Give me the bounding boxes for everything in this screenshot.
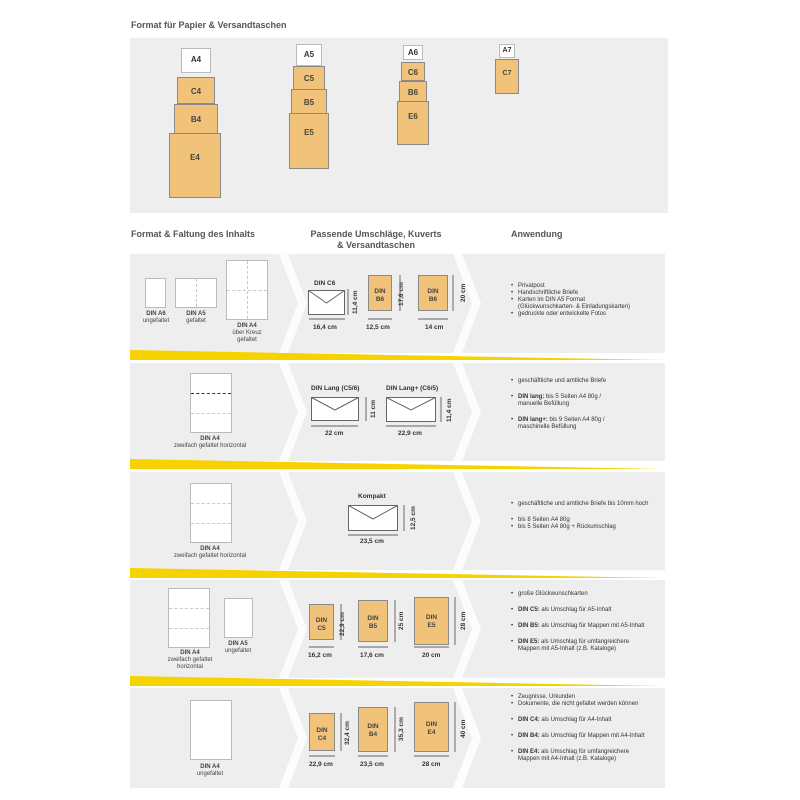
row3-yellow-strip: [130, 568, 665, 578]
envelope-kompakt-icon: [348, 505, 398, 531]
env-b6b-width: 14 cm: [425, 324, 444, 331]
envelope-c6: C6: [401, 62, 425, 81]
envelope-din-b6-large: DIN B6: [418, 275, 448, 311]
paper-din-a4-two-folds-row3: [190, 483, 232, 543]
env-din-lang-width: 22 cm: [325, 430, 344, 437]
envelope-c4: C4: [177, 77, 215, 104]
row4-yellow-strip: [130, 676, 665, 686]
paper-a7: A7: [499, 44, 515, 58]
paper-a6: A6: [403, 45, 423, 60]
usage-item: DIN E4: als Umschlag für umfangreichere …: [511, 749, 644, 763]
envelope-din-c5: DIN C5: [309, 604, 334, 640]
usage-item: DIN B4: als Umschlag für Mappen mit A4-I…: [511, 733, 644, 740]
paper-a5: A5: [296, 44, 322, 66]
row5-usage-list: Zeugnisse, Urkunden Dokumente, die nicht…: [511, 694, 644, 763]
envelope-din-c4: DIN C4: [309, 713, 335, 751]
envelope-e6: E6: [397, 101, 429, 145]
env-c4-width: 22,9 cm: [309, 761, 333, 768]
usage-item: Privatpost: [511, 283, 630, 290]
env-din-lang-label: DIN Lang (C5/6): [311, 385, 360, 392]
envelope-din-b4: DIN B4: [358, 707, 388, 752]
env-c6-label: DIN C6: [314, 280, 336, 287]
env-din-lang-plus-label: DIN Lang+ (C6/5): [386, 385, 439, 392]
envelope-din-e5: DIN E5: [414, 597, 449, 645]
usage-item: Zeugnisse, Urkunden: [511, 694, 644, 701]
envelope-c5: C5: [293, 66, 325, 90]
usage-item: geschäftliche und amtliche Briefe bis 10…: [511, 501, 648, 508]
env-din-lang-plus-width: 22,9 cm: [398, 430, 422, 437]
row2-usage-list: geschäftliche und amtliche Briefe DIN la…: [511, 378, 606, 431]
usage-item: Karten im DIN A5 Format (Glückwunschkart…: [511, 297, 630, 311]
env-e4-width: 28 cm: [422, 761, 441, 768]
envelope-e4: E4: [169, 133, 221, 198]
row2-yellow-strip: [130, 459, 665, 469]
usage-item: DIN C4: als Umschlag für A4-Inhalt: [511, 717, 644, 724]
row1-yellow-strip: [130, 350, 665, 360]
envelope-c6-icon: [308, 290, 345, 315]
paper-din-a6: [145, 278, 166, 308]
envelope-b5: B5: [291, 89, 327, 114]
env-c6-width: 16,4 cm: [313, 324, 337, 331]
env-b4-width: 23,5 cm: [360, 761, 384, 768]
envelope-din-lang-icon: [311, 397, 359, 421]
usage-item: DIN lang+: bis 9 Seiten A4 80g / maschin…: [511, 417, 606, 431]
env-b5-width: 17,6 cm: [360, 652, 384, 659]
envelope-c7: C7: [495, 59, 519, 94]
env-e5-width: 20 cm: [422, 652, 441, 659]
paper-din-a4-row4: [168, 588, 210, 648]
paper-din-a5-folded: [175, 278, 217, 308]
usage-item: bis 5 Seiten A4 80g + Rückumschlag: [511, 524, 648, 531]
env-c5-width: 16,2 cm: [308, 652, 332, 659]
usage-item: gedruckte oder entwickelte Fotos: [511, 311, 630, 318]
envelope-e5: E5: [289, 113, 329, 169]
usage-item: große Glückwunschkarten: [511, 591, 644, 598]
env-kompakt-label: Kompakt: [358, 493, 386, 500]
usage-item: DIN E5: als Umschlag für umfangreichere …: [511, 639, 644, 653]
usage-item: geschäftliche und amtliche Briefe: [511, 378, 606, 385]
usage-item: DIN C5: als Umschlag für A5-Inhalt: [511, 607, 644, 614]
usage-item: Dokumente, die nicht gefaltet werden kön…: [511, 701, 644, 708]
env-kompakt-width: 23,5 cm: [360, 538, 384, 545]
paper-a4: A4: [181, 48, 211, 73]
header-format: Format & Faltung des Inhalts: [131, 229, 256, 239]
header-usage: Anwendung: [511, 229, 563, 239]
paper-din-a4-cross-folded: [226, 260, 268, 320]
paper-din-a4-two-folds: [190, 373, 232, 433]
row3-usage-list: geschäftliche und amtliche Briefe bis 10…: [511, 501, 648, 531]
header-envelopes: Passende Umschläge, Kuverts & Versandtas…: [310, 229, 442, 250]
envelope-din-e4: DIN E4: [414, 702, 449, 752]
row4-usage-list: große Glückwunschkarten DIN C5: als Umsc…: [511, 591, 644, 653]
usage-item: DIN lang: bis 5 Seiten A4 80g / manuelle…: [511, 394, 606, 408]
usage-item: bis 8 Seiten A4 80g: [511, 517, 648, 524]
row1-usage-list: Privatpost Handschriftliche Briefe Karte…: [511, 283, 630, 318]
env-b6-width: 12,5 cm: [366, 324, 390, 331]
paper-din-a5-row4: [224, 598, 253, 638]
paper-din-a4-unfolded: [190, 700, 232, 760]
usage-item: Handschriftliche Briefe: [511, 290, 630, 297]
envelope-din-b6: DIN B6: [368, 275, 392, 311]
envelope-din-lang-plus-icon: [386, 397, 436, 422]
top-title: Format für Papier & Versandtaschen: [131, 20, 287, 30]
envelope-din-b5: DIN B5: [358, 600, 388, 642]
usage-item: DIN B5: als Umschlag für Mappen mit A5-I…: [511, 623, 644, 630]
